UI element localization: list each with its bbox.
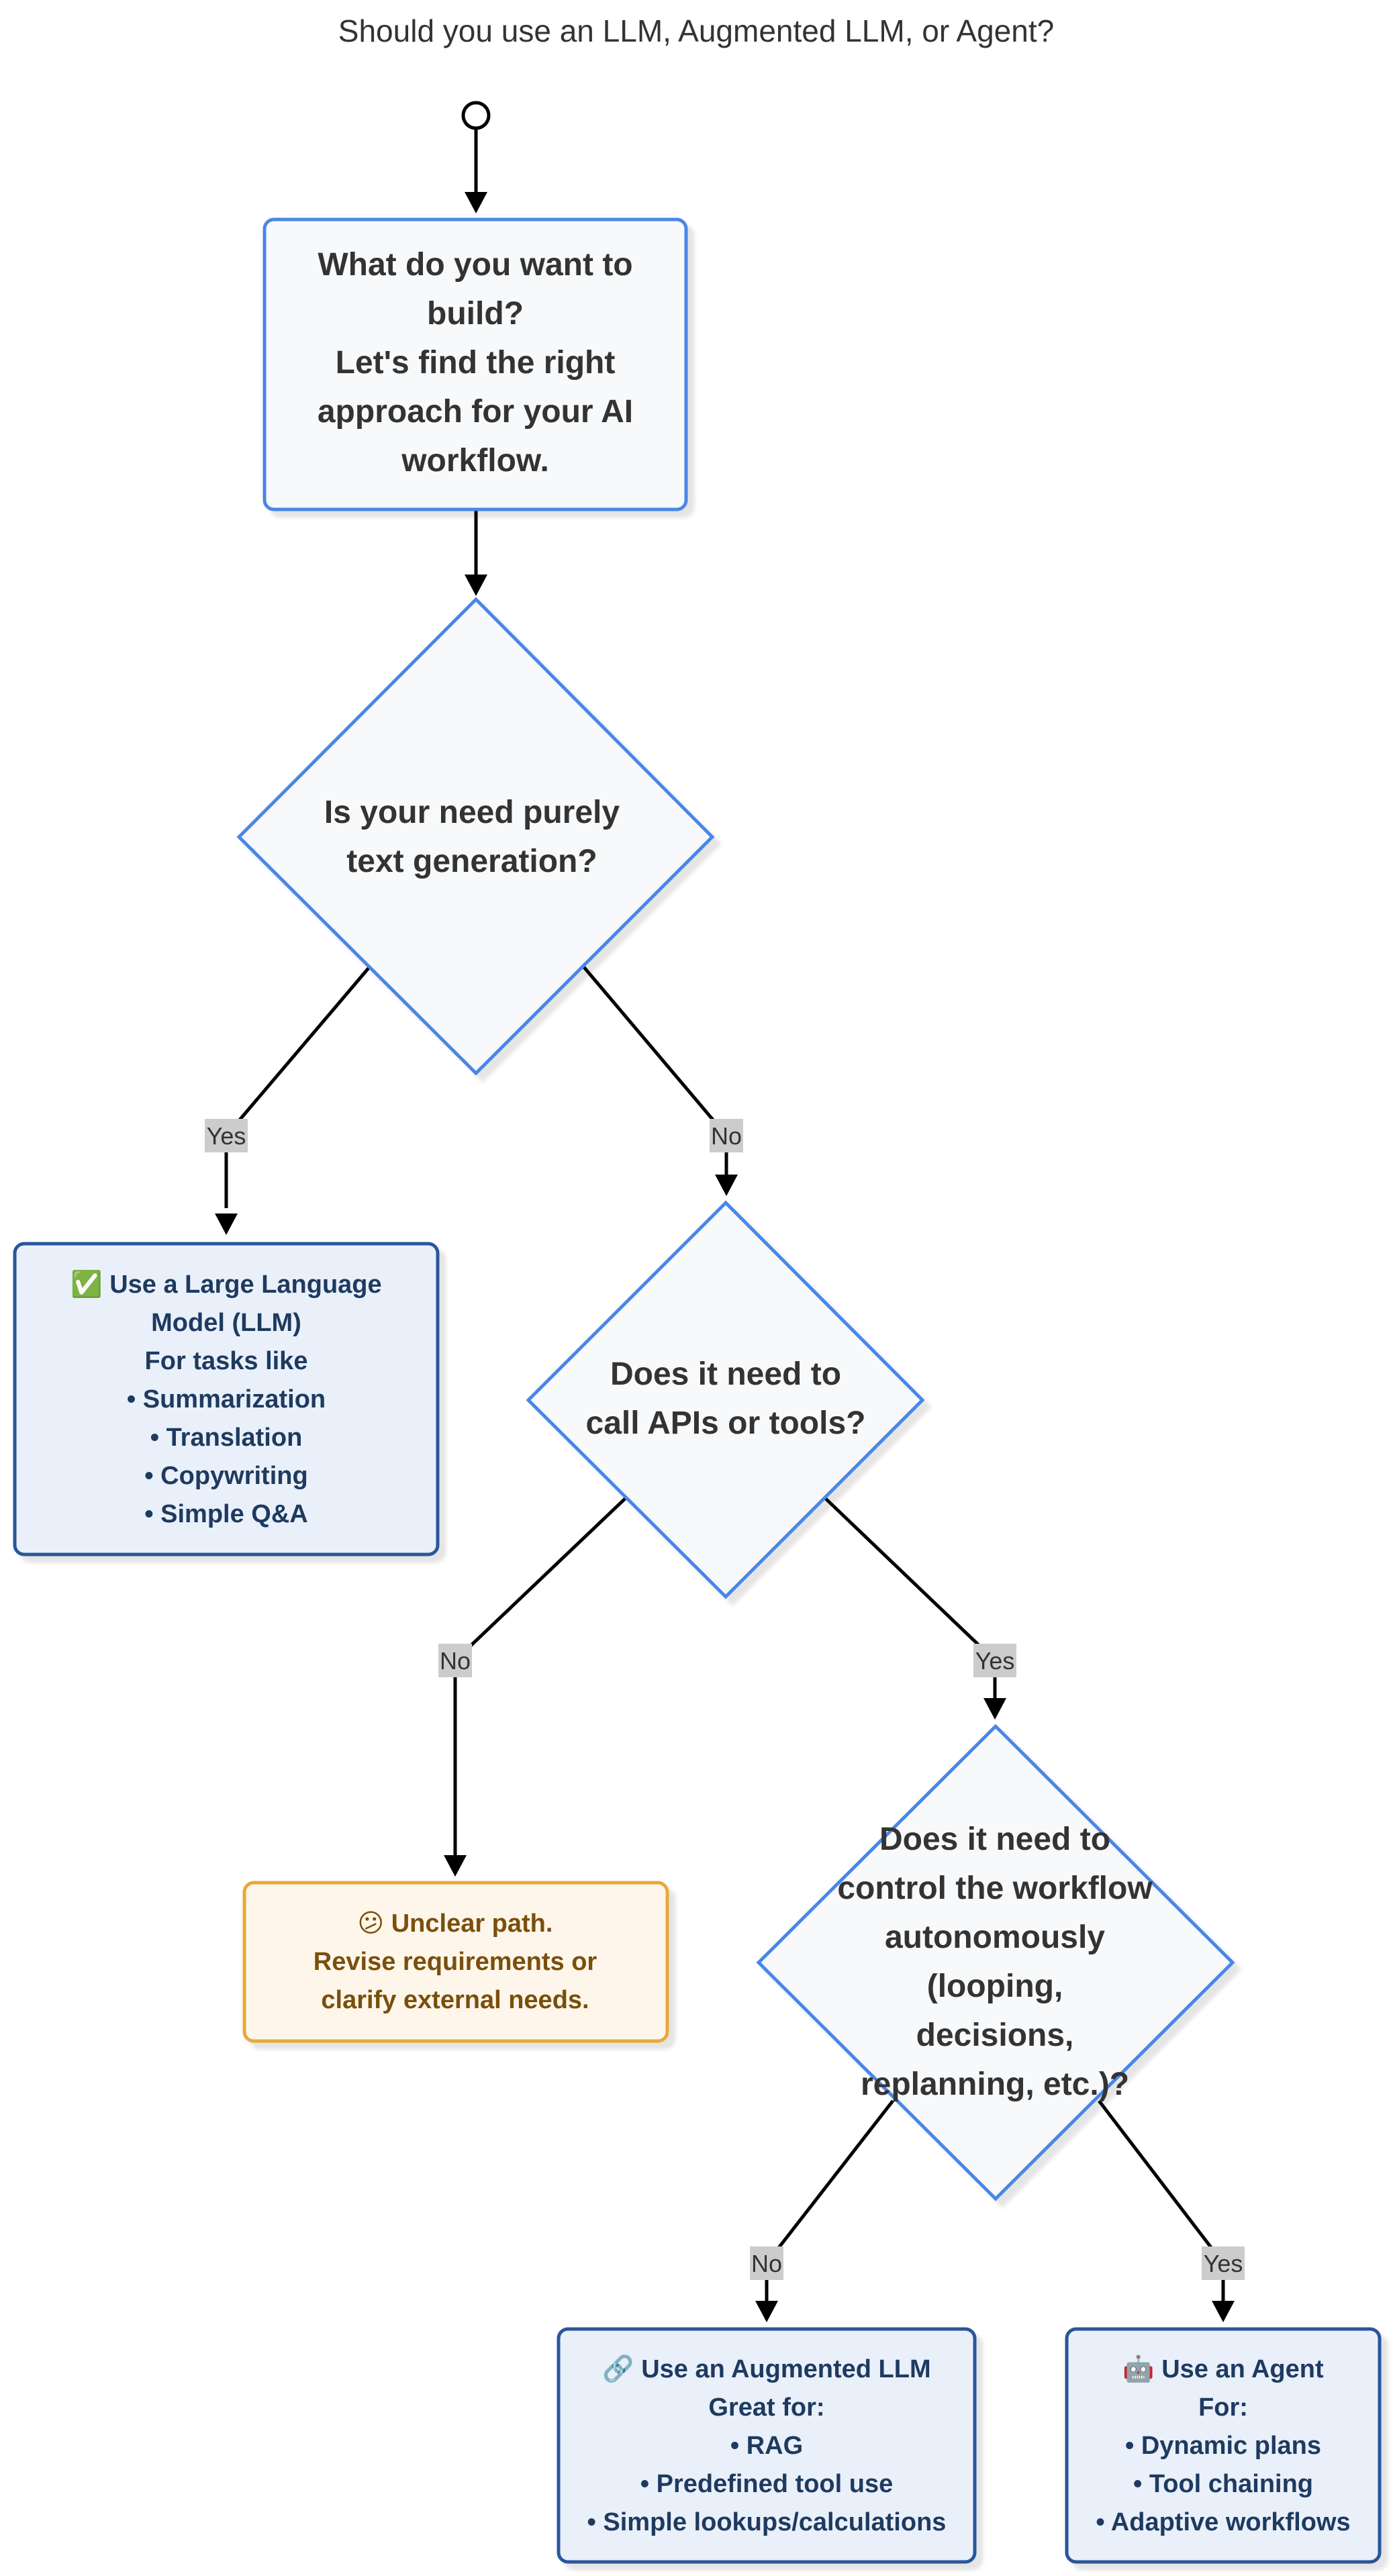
decision-tools: Does it need to call APIs or tools? xyxy=(526,1200,925,1599)
edge-text-yes xyxy=(224,965,371,1208)
edge-text-no xyxy=(582,965,728,1183)
result-unclear-text: 😕 Unclear path. Revise requirements or cla… xyxy=(314,1910,597,2014)
node-text-line: • Summarization xyxy=(127,1385,326,1414)
node-text-line: text generation? xyxy=(346,844,597,879)
edge-label-bg xyxy=(710,1119,743,1152)
node-text-line: What do you want to xyxy=(318,247,632,283)
node-text-line: For tasks like xyxy=(145,1347,308,1375)
decision-autonomous-control: Does it need to control the workflow auton… xyxy=(756,1724,1235,2201)
node-text-line: Is your need purely xyxy=(324,795,620,830)
decision-tools-text: Does it need to call APIs or tools? xyxy=(586,1356,866,1441)
node-text-line: • Translation xyxy=(150,1424,303,1452)
node-text-line: Revise requirements or xyxy=(314,1948,597,1976)
node-text-line: approach for your AI xyxy=(318,394,633,430)
decision-text-generation: Is your need purely text generation? xyxy=(236,597,715,1076)
node-text-line: Let's find the right xyxy=(336,345,616,381)
edge-label-text: No xyxy=(440,1647,471,1675)
result-llm-shape xyxy=(13,1242,440,1556)
node-text-line: 😕 Unclear path. xyxy=(358,1910,553,1938)
decision-text-generation-shape xyxy=(236,597,715,1076)
node-text-line: Great for: xyxy=(708,2393,824,2422)
node-text-line: Model (LLM) xyxy=(151,1309,301,1337)
arrowhead xyxy=(444,1855,467,1877)
result-augmented-llm: 🔗 Use an Augmented LLM Great for: • RAG • P… xyxy=(557,2327,977,2564)
edge-label-tools-yes: Yes xyxy=(973,1644,1016,1677)
arrowhead xyxy=(215,1213,238,1235)
edge-label-text: Yes xyxy=(207,1122,246,1150)
edge-label-bg xyxy=(438,1644,472,1677)
result-unclear: 😕 Unclear path. Revise requirements or cla… xyxy=(242,1881,669,2043)
decision-autonomous-control-shape xyxy=(756,1724,1235,2201)
decision-tools-shape xyxy=(526,1200,925,1599)
node-text-line: • Simple Q&A xyxy=(144,1500,307,1528)
node-text-line: • Copywriting xyxy=(144,1462,307,1490)
edge-labels: Yes No No Yes No Yes xyxy=(205,1119,1245,2280)
start-node xyxy=(461,101,491,130)
node-text-line: workflow. xyxy=(401,443,549,479)
edge-label-control-yes: Yes xyxy=(1202,2246,1245,2280)
node-text-line: (looping, xyxy=(927,1969,1063,2004)
node-text-line: control the workflow xyxy=(837,1871,1153,1906)
node-text-line: autonomously xyxy=(885,1920,1105,1955)
edge-label-control-no: No xyxy=(750,2246,783,2280)
edge-label-tools-no: No xyxy=(438,1644,472,1677)
node-text-line: • Adaptive workflows xyxy=(1096,2508,1350,2536)
node-text-line: • Dynamic plans xyxy=(1125,2432,1321,2460)
arrowhead xyxy=(715,1175,738,1196)
arrowhead xyxy=(1212,2301,1235,2322)
node-text-line: Does it need to xyxy=(610,1356,841,1392)
node-text-line: For: xyxy=(1198,2393,1248,2422)
node-text-line: clarify external needs. xyxy=(321,1986,589,2014)
edge-tools-yes xyxy=(824,1497,997,1705)
start-box: What do you want to build? Let's find the … xyxy=(262,217,688,511)
edge-label-bg xyxy=(750,2246,783,2280)
edge-label-bg xyxy=(1202,2246,1245,2280)
node-text-line: decisions, xyxy=(916,2018,1074,2053)
edge-label-text: Yes xyxy=(1204,2250,1243,2277)
start-box-text: What do you want to build? Let's find the … xyxy=(318,247,633,479)
diagram-title: Should you use an LLM, Augmented LLM, or… xyxy=(338,13,1054,48)
node-text-line: build? xyxy=(427,296,524,332)
result-augmented-llm-shape xyxy=(557,2327,977,2564)
node-text-line: • Tool chaining xyxy=(1133,2470,1313,2498)
node-text-line: • Predefined tool use xyxy=(640,2470,893,2498)
edge-control-no xyxy=(765,2099,894,2305)
arrowhead xyxy=(983,1698,1006,1720)
node-text-line: • Simple lookups/calculations xyxy=(587,2508,947,2536)
node-text-line: replanning, etc.)? xyxy=(861,2067,1129,2102)
edge-label-text: No xyxy=(751,2250,782,2277)
edge-label-text-no: No xyxy=(710,1119,743,1152)
edge-label-text: No xyxy=(711,1122,742,1150)
node-text-line: 🔗 Use an Augmented LLM xyxy=(602,2353,930,2384)
result-augmented-llm-text: 🔗 Use an Augmented LLM Great for: • RAG • P… xyxy=(587,2353,947,2536)
result-unclear-shape xyxy=(242,1881,669,2043)
node-text-line: 🤖 Use an Agent xyxy=(1122,2354,1324,2383)
arrowhead xyxy=(465,192,487,213)
edge-tools-no xyxy=(453,1497,627,1855)
result-agent-shape xyxy=(1065,2327,1382,2564)
arrowhead xyxy=(465,575,487,596)
edge-label-bg xyxy=(973,1644,1016,1677)
node-text-line: call APIs or tools? xyxy=(586,1405,866,1441)
decision-text-generation-text: Is your need purely text generation? xyxy=(324,795,620,879)
start-box-shape xyxy=(262,217,688,511)
edge-label-text: Yes xyxy=(975,1647,1015,1675)
arrowhead xyxy=(755,2301,778,2322)
decision-autonomous-control-text: Does it need to control the workflow auton… xyxy=(837,1822,1153,2102)
node-text-line: Does it need to xyxy=(879,1822,1110,1857)
edge-label-bg xyxy=(205,1119,248,1152)
edge-label-text-yes: Yes xyxy=(205,1119,248,1152)
node-text-line: • RAG xyxy=(730,2432,803,2460)
node-text-line: ✅ Use a Large Language xyxy=(70,1269,381,1299)
